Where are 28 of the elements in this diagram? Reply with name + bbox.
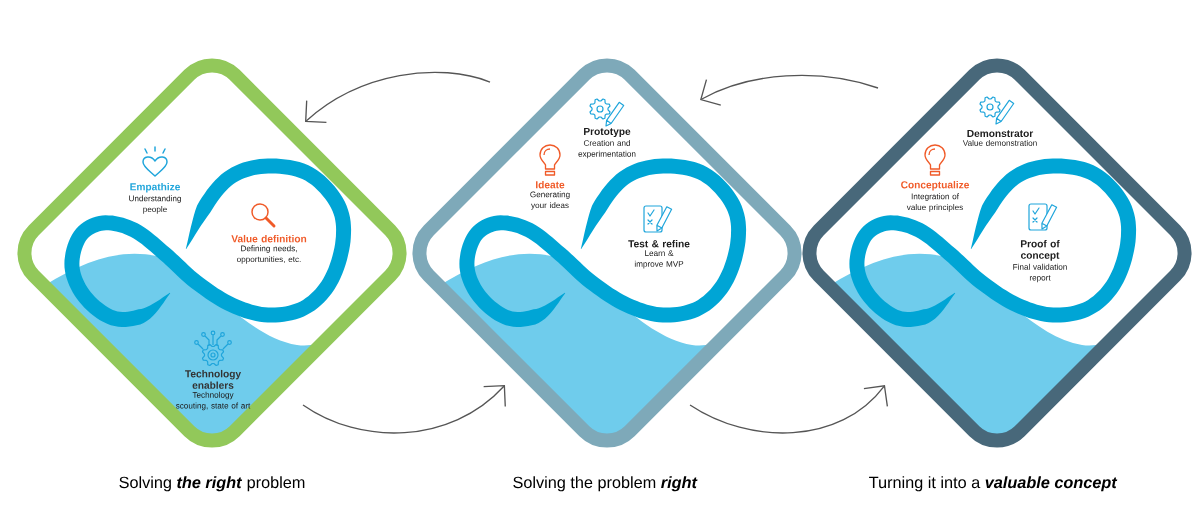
curved-arrow [689,385,889,434]
diamond-frame [802,58,1192,448]
step-title: Technology enablers [185,369,241,389]
step-description: Defining needs, opportunities, etc. [237,245,301,264]
curved-arrow [305,71,491,124]
step-description: Integration of value principles [906,193,963,212]
step-description: Value demonstration [962,139,1037,146]
step-title: Value definition [231,234,307,243]
step-title: Empathize [130,182,180,193]
curved-arrow [302,385,506,434]
step-title: Test & refine [628,239,690,248]
step-description: Learn & improve MVP [634,250,684,269]
step-description: Generating your ideas [530,191,570,210]
step-title: Proof of concept [1021,239,1060,261]
step-title: Prototype [584,127,631,137]
step-title: Conceptualize [901,180,969,191]
step-description: Creation and experimentation [578,139,636,159]
diamond-frame [412,58,802,448]
curved-arrow [700,74,879,106]
stage-label: Turning it into a valuable concept [869,476,1118,492]
step-title: Demonstrator [967,129,1034,137]
step-description: Understanding people [129,195,181,214]
stage-label: Solving the right problem [119,476,305,492]
step-description: Technology scouting, state of art [175,391,251,411]
step-description: Final validation report [1013,263,1067,283]
stage-label: Solving the problem right [513,476,698,492]
diamond-frame [17,58,407,448]
step-title: Ideate [536,180,565,189]
